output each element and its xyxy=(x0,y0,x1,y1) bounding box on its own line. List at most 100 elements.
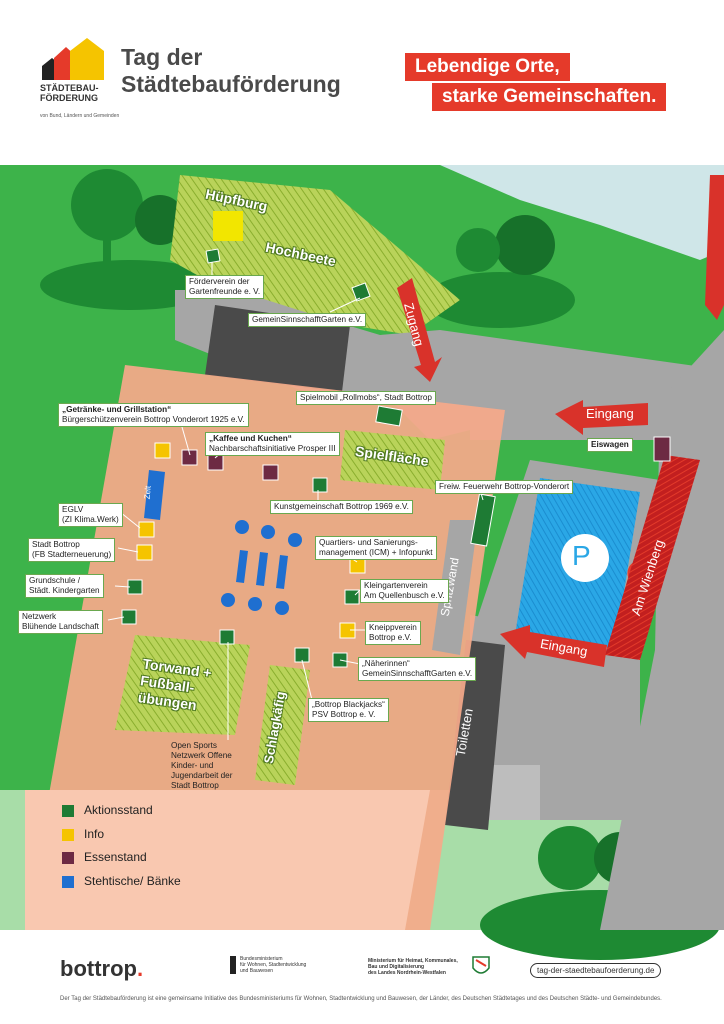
stand-text: Kneippverein xyxy=(369,623,417,632)
stand-text: PSV Bottrop e. V. xyxy=(312,710,376,719)
ministry-line: des Landes Nordrhein-Westfalen xyxy=(368,970,446,976)
bottrop-word: bottrop xyxy=(60,956,137,981)
ministry-line: Bundesministerium xyxy=(240,956,283,962)
stand-label-feuerwehr: Freiw. Feuerwehr Bottrop-Vonderort xyxy=(435,480,574,494)
stand-label-klein: Kleingartenverein Am Quellenbusch e.V. xyxy=(360,579,449,603)
ministry-bund: Bundesministerium für Wohnen, Stadtentwi… xyxy=(240,956,306,974)
stand-label-gemeinsinn: GemeinSinnschafftGarten e.V. xyxy=(248,313,367,327)
stand-label-kneipp: Kneippverein Bottrop e.V. xyxy=(365,621,421,645)
legend-label: Stehtische/ Bänke xyxy=(84,874,181,888)
no-parking-zone xyxy=(605,455,700,660)
stand-text: Freiw. Feuerwehr Bottrop-Vonderort xyxy=(439,482,570,491)
ministry-line: Ministerium für Heimat, Kommunales, xyxy=(368,958,458,964)
label-parking: P xyxy=(572,540,591,571)
stand-text: Städt. Kindergarten xyxy=(29,586,100,595)
arrow-zugang xyxy=(397,278,442,382)
stand-text: Bürgerschützenverein Bottrop Vonderort 1… xyxy=(62,415,245,424)
logo-subtitle: von Bund, Ländern und Gemeinden xyxy=(40,113,120,119)
stand-label-quartier: Quartiers- und Sanierungs- management (I… xyxy=(315,536,437,560)
nrw-crest-icon xyxy=(472,956,490,974)
stand-label-kaffee: „Kaffee und Kuchen“ Nachbarschaftsinitia… xyxy=(205,432,340,456)
stand-text: Förderverein der xyxy=(189,277,250,286)
stand-text: Bottrop e.V. xyxy=(369,633,412,642)
stand-text: Netzwerk xyxy=(22,612,57,621)
stand-text: management (ICM) + Infopunkt xyxy=(319,548,433,557)
footer-note: Der Tag der Städtebauförderung ist eine … xyxy=(60,996,662,1002)
stand-text: GemeinSinnschafftGarten e.V. xyxy=(252,315,363,324)
stand-text: GemeinSinnschafftGarten e.V. xyxy=(362,669,473,678)
tree xyxy=(456,228,500,272)
stand-text: Am Quellenbusch e.V. xyxy=(364,591,445,600)
legend-swatch xyxy=(62,876,74,888)
url-link[interactable]: tag-der-staedtebaufoerderung.de xyxy=(530,963,662,978)
schlagkaefig-area xyxy=(255,665,310,785)
page-title: Tag der Städtebauförderung xyxy=(121,44,341,98)
stand-text: Open Sports xyxy=(171,741,217,750)
stand-label-spielmobil: Spielmobil „Rollmobs“, Stadt Bottrop xyxy=(296,391,436,405)
arrow-eingang-top xyxy=(555,400,648,435)
toilet-building xyxy=(445,640,505,830)
legend-swatch xyxy=(62,852,74,864)
stand-label-getraenke: „Getränke- und Grillstation“ Bürgerschüt… xyxy=(58,403,249,427)
stand-text: Jugendarbeit der xyxy=(171,771,233,780)
stand-text: Gartenfreunde e. V. xyxy=(189,287,261,296)
legend-label: Aktionsstand xyxy=(84,803,153,817)
logo-wordmark: STÄDTEBAU- FÖRDERUNG xyxy=(40,83,99,103)
arrow-eingang-bottom xyxy=(500,625,607,667)
stand-text: Quartiers- und Sanierungs- xyxy=(319,538,418,547)
stand-text: Blühende Landschaft xyxy=(22,622,99,631)
legend-label: Info xyxy=(84,827,105,841)
stand-label-foerderverein: Förderverein der Gartenfreunde e. V. xyxy=(185,275,265,299)
title-line: Städtebauförderung xyxy=(121,71,341,97)
stand-text: (FB Stadterneuerung) xyxy=(32,550,112,559)
logo-line: STÄDTEBAU- xyxy=(40,83,99,93)
stand-label-naeherinnen: „Näherinnen“ GemeinSinnschafftGarten e.V… xyxy=(358,657,477,681)
slogan-line1: Lebendige Orte, xyxy=(405,53,570,81)
legend-swatch xyxy=(62,805,74,817)
ministry-line: und Bauwesen xyxy=(240,968,274,974)
parking-icon xyxy=(561,534,609,582)
ministry-line: für Wohnen, Stadtentwicklung xyxy=(240,962,307,968)
stand-title: Eiswagen xyxy=(591,440,629,449)
stand-text: Nachbarschaftsinitiative Prosper III xyxy=(209,444,336,453)
bottrop-logo: bottrop. xyxy=(60,956,143,982)
eagle-icon xyxy=(230,956,236,974)
bottrop-dot: . xyxy=(136,956,144,981)
stand-title: „Getränke- und Grillstation“ xyxy=(62,405,172,414)
slogan-line2: starke Gemeinschaften. xyxy=(432,83,667,111)
stand-text: (ZI Klima.Werk) xyxy=(62,515,119,524)
stand-text: „Näherinnen“ xyxy=(362,659,410,668)
spritzwand-area xyxy=(432,520,478,655)
stand-text: Stadt Bottrop xyxy=(171,781,219,790)
stand-text: Kunstgemeinschaft Bottrop 1969 e.V. xyxy=(274,502,409,511)
stand-label-netzwerk: Netzwerk Blühende Landschaft xyxy=(18,610,103,634)
tree xyxy=(71,169,143,241)
logo-line: FÖRDERUNG xyxy=(40,93,98,103)
legend-label: Essenstand xyxy=(84,850,147,864)
label-torwand: Torwand + Fußball- übungen xyxy=(137,655,213,715)
stand-label-opensports: Open Sports Netzwerk Offene Kinder- und … xyxy=(168,740,235,792)
light-area xyxy=(440,165,724,260)
stand-text: Kinder- und xyxy=(171,761,214,770)
tree xyxy=(538,826,602,890)
stand-text: EGLV xyxy=(62,505,84,514)
ministry-line: Bau und Digitalisierung xyxy=(368,964,425,970)
stand-text: „Bottrop Blackjacks“ xyxy=(312,700,385,709)
arrow-right-top xyxy=(705,175,724,320)
hill xyxy=(425,272,575,328)
tree xyxy=(135,195,185,245)
stand-text: Grundschule / xyxy=(29,576,80,585)
stand-text: Spielmobil „Rollmobs“, Stadt Bottrop xyxy=(300,393,432,402)
stand-label-stadt: Stadt Bottrop (FB Stadterneuerung) xyxy=(28,538,116,562)
logo-icon xyxy=(42,38,104,80)
legend-swatch xyxy=(62,829,74,841)
stand-label-blackjacks: „Bottrop Blackjacks“ PSV Bottrop e. V. xyxy=(308,698,389,722)
stand-text: Stadt Bottrop xyxy=(32,540,80,549)
plaza-overlay xyxy=(25,790,430,930)
stand-text: Netzwerk Offene xyxy=(171,751,232,760)
label-zelt: Zelt xyxy=(142,485,153,500)
label-eingang-top: Eingang xyxy=(586,406,634,421)
stand-text: Kleingartenverein xyxy=(364,581,428,590)
torwand-area xyxy=(115,635,250,735)
tree-trunk xyxy=(103,235,111,280)
